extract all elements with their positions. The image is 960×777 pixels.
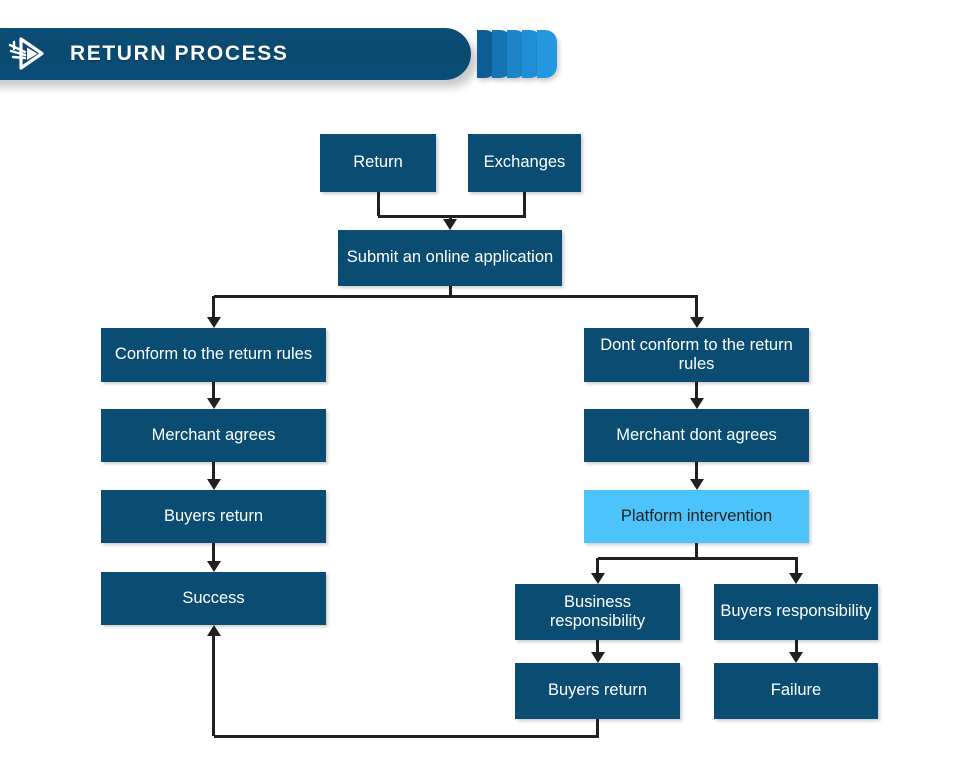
connector-merchant-agrees-to-buyers-return-left: [212, 462, 215, 480]
connector-loop-bar: [214, 735, 600, 738]
flow-node-buyers-return-bottom[interactable]: Buyers return: [515, 663, 680, 719]
flow-node-label: Buyers return: [164, 507, 263, 526]
header-banner: RETURN PROCESS: [0, 28, 471, 80]
connector-split-buyers: [795, 558, 798, 574]
deco-bar-5: [537, 30, 557, 78]
connector-split-left: [212, 296, 215, 318]
flow-node-buyers-responsibility[interactable]: Buyers responsibility: [714, 584, 878, 640]
connector-loop-up: [212, 635, 215, 736]
arrowhead-platform-intervention-icon: [690, 479, 704, 490]
connector-merchant-dont-agrees-to-platform-intervention: [695, 462, 698, 480]
flow-node-label: Buyers responsibility: [720, 602, 871, 621]
arrowhead-success-feedback-icon: [207, 625, 221, 636]
play-triangle-arrow-logo-icon: [6, 32, 50, 76]
flow-node-platform-intervention[interactable]: Platform intervention: [584, 490, 809, 543]
flow-node-failure[interactable]: Failure: [714, 663, 878, 719]
flow-node-buyers-return-left[interactable]: Buyers return: [101, 490, 326, 543]
connector-exchanges-down: [523, 192, 526, 216]
connector-split-bar-main: [214, 295, 699, 298]
flow-node-label: Dont conform to the return rules: [590, 336, 803, 375]
connector-split-right: [695, 296, 698, 318]
flow-node-dont-conform[interactable]: Dont conform to the return rules: [584, 328, 809, 382]
flow-node-label: Return: [353, 153, 403, 172]
flow-node-label: Merchant dont agrees: [616, 426, 777, 445]
arrowhead-buyers-return-bottom-icon: [591, 652, 605, 663]
flow-node-conform[interactable]: Conform to the return rules: [101, 328, 326, 382]
connector-loop-down: [596, 719, 599, 736]
flow-node-label: Exchanges: [484, 153, 566, 172]
arrowhead-failure-icon: [789, 652, 803, 663]
flow-node-return[interactable]: Return: [320, 134, 436, 192]
flow-node-merchant-dont-agrees[interactable]: Merchant dont agrees: [584, 409, 809, 462]
connector-buyers-return-left-to-success: [212, 543, 215, 562]
arrowhead-buyers-return-left-icon: [207, 479, 221, 490]
arrowhead-conform-icon: [207, 317, 221, 328]
flow-node-submit[interactable]: Submit an online application: [338, 230, 562, 286]
arrowhead-merchant-agrees-icon: [207, 398, 221, 409]
arrowhead-business-responsibility-icon: [591, 573, 605, 584]
flow-node-label: Business responsibility: [521, 593, 674, 632]
flow-node-merchant-agrees[interactable]: Merchant agrees: [101, 409, 326, 462]
flow-node-exchanges[interactable]: Exchanges: [468, 134, 581, 192]
flow-node-label: Failure: [771, 681, 821, 700]
flow-node-label: Submit an online application: [347, 248, 553, 267]
arrowhead-submit-icon: [443, 219, 457, 230]
flow-node-label: Conform to the return rules: [115, 345, 312, 364]
arrowhead-merchant-dont-agrees-icon: [690, 398, 704, 409]
connector-conform-to-merchant-agrees: [212, 382, 215, 399]
flow-node-label: Platform intervention: [621, 507, 772, 526]
arrowhead-dont-conform-icon: [690, 317, 704, 328]
connector-merge-bar-top: [378, 215, 526, 218]
connector-split-business: [596, 558, 599, 574]
flow-node-label: Success: [182, 589, 244, 608]
connector-dont-conform-to-merchant-dont-agrees: [695, 382, 698, 399]
page-title: RETURN PROCESS: [70, 42, 288, 66]
flow-node-success[interactable]: Success: [101, 572, 326, 625]
flow-node-label: Buyers return: [548, 681, 647, 700]
flow-node-label: Merchant agrees: [152, 426, 276, 445]
arrowhead-buyers-responsibility-icon: [789, 573, 803, 584]
flow-node-business-responsibility[interactable]: Business responsibility: [515, 584, 680, 640]
connector-return-down: [377, 192, 380, 216]
connector-split-bar-platform: [598, 557, 798, 560]
arrowhead-success-icon: [207, 561, 221, 572]
